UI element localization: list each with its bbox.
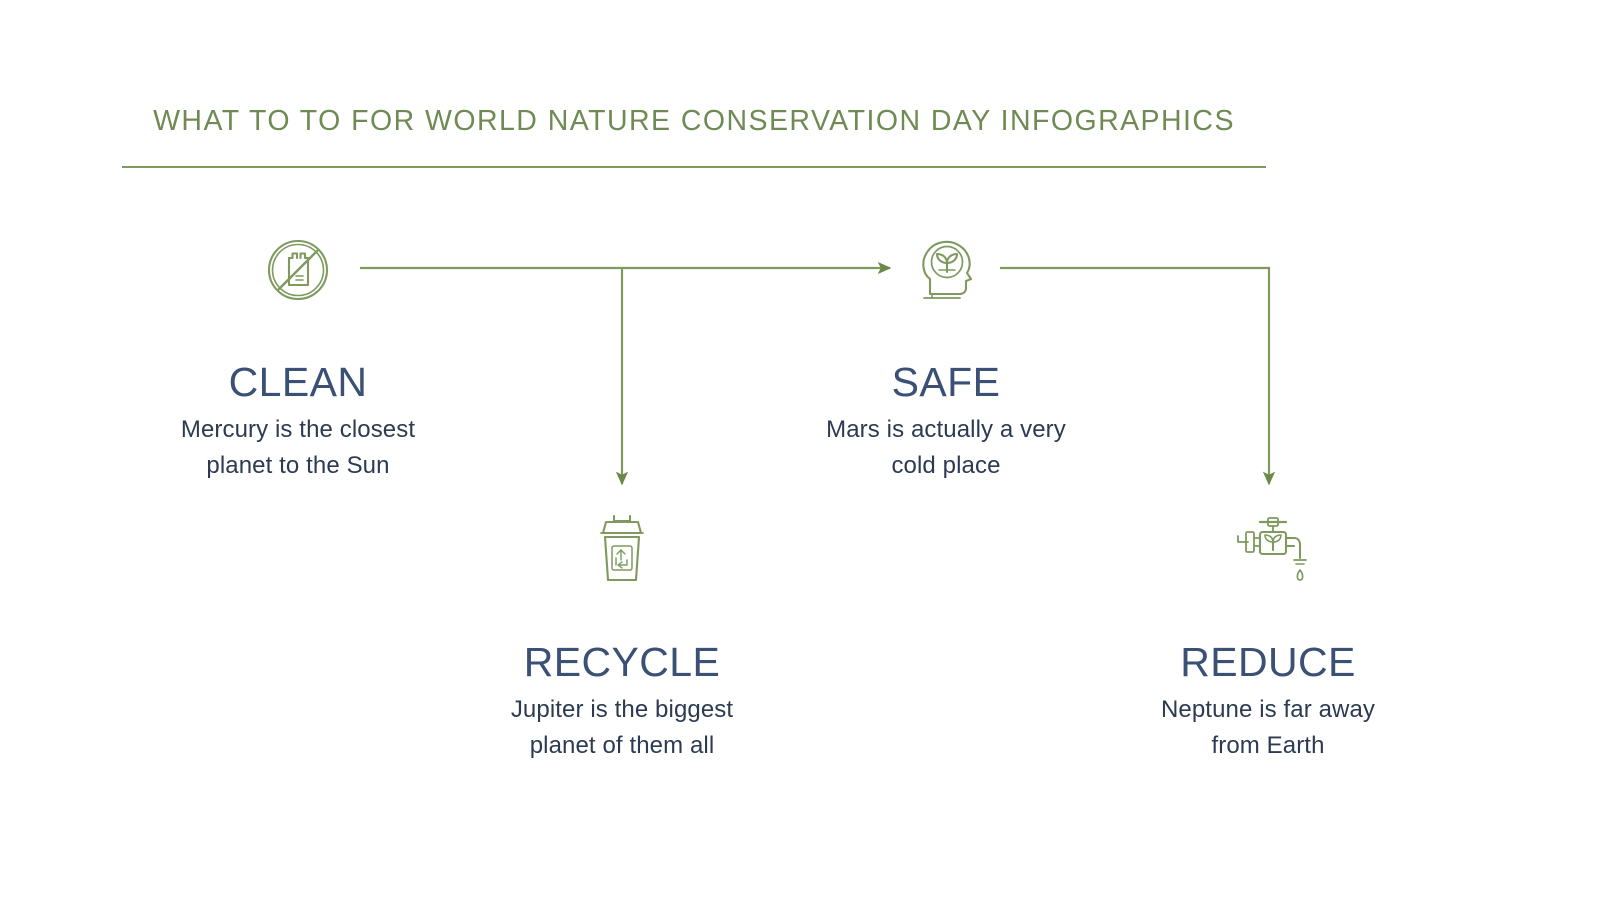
block-clean-heading: CLEAN (228, 359, 368, 405)
block-clean-body-line1: Mercury is the closest (180, 416, 416, 443)
block-reduce-body-line1: Neptune is far away (1160, 696, 1375, 723)
block-reduce-body: Neptune is far away from Earth (1078, 692, 1458, 764)
no-plastic-bag-icon (262, 234, 334, 306)
block-safe-heading: SAFE (891, 359, 1001, 405)
block-safe-body-line2: cold place (891, 452, 1001, 479)
block-safe-body: Mars is actually a very cold place (756, 412, 1136, 484)
eco-head-icon (908, 232, 984, 308)
title-block: WHAT TO TO FOR WORLD NATURE CONSERVATION… (122, 100, 1266, 175)
block-recycle: RECYCLE Jupiter is the biggest planet of… (432, 638, 812, 764)
block-reduce-body-line2: from Earth (1211, 732, 1325, 759)
page-title: WHAT TO TO FOR WORLD NATURE CONSERVATION… (153, 105, 1235, 137)
block-recycle-body: Jupiter is the biggest planet of them al… (432, 692, 812, 764)
block-clean-body: Mercury is the closest planet to the Sun (108, 412, 488, 484)
block-recycle-body-line2: planet of them all (529, 732, 715, 759)
title-divider (122, 166, 1266, 168)
block-safe: SAFE Mars is actually a very cold place (756, 358, 1136, 484)
block-clean-body-line2: planet to the Sun (206, 452, 390, 479)
water-faucet-icon (1232, 508, 1310, 584)
block-clean: CLEAN Mercury is the closest planet to t… (108, 358, 488, 484)
block-recycle-body-line1: Jupiter is the biggest (510, 696, 734, 723)
block-reduce-heading: REDUCE (1180, 639, 1356, 685)
block-safe-body-line1: Mars is actually a very (826, 416, 1066, 443)
block-recycle-heading: RECYCLE (523, 639, 721, 685)
recycle-bin-icon (586, 508, 658, 584)
block-reduce: REDUCE Neptune is far away from Earth (1078, 638, 1458, 764)
